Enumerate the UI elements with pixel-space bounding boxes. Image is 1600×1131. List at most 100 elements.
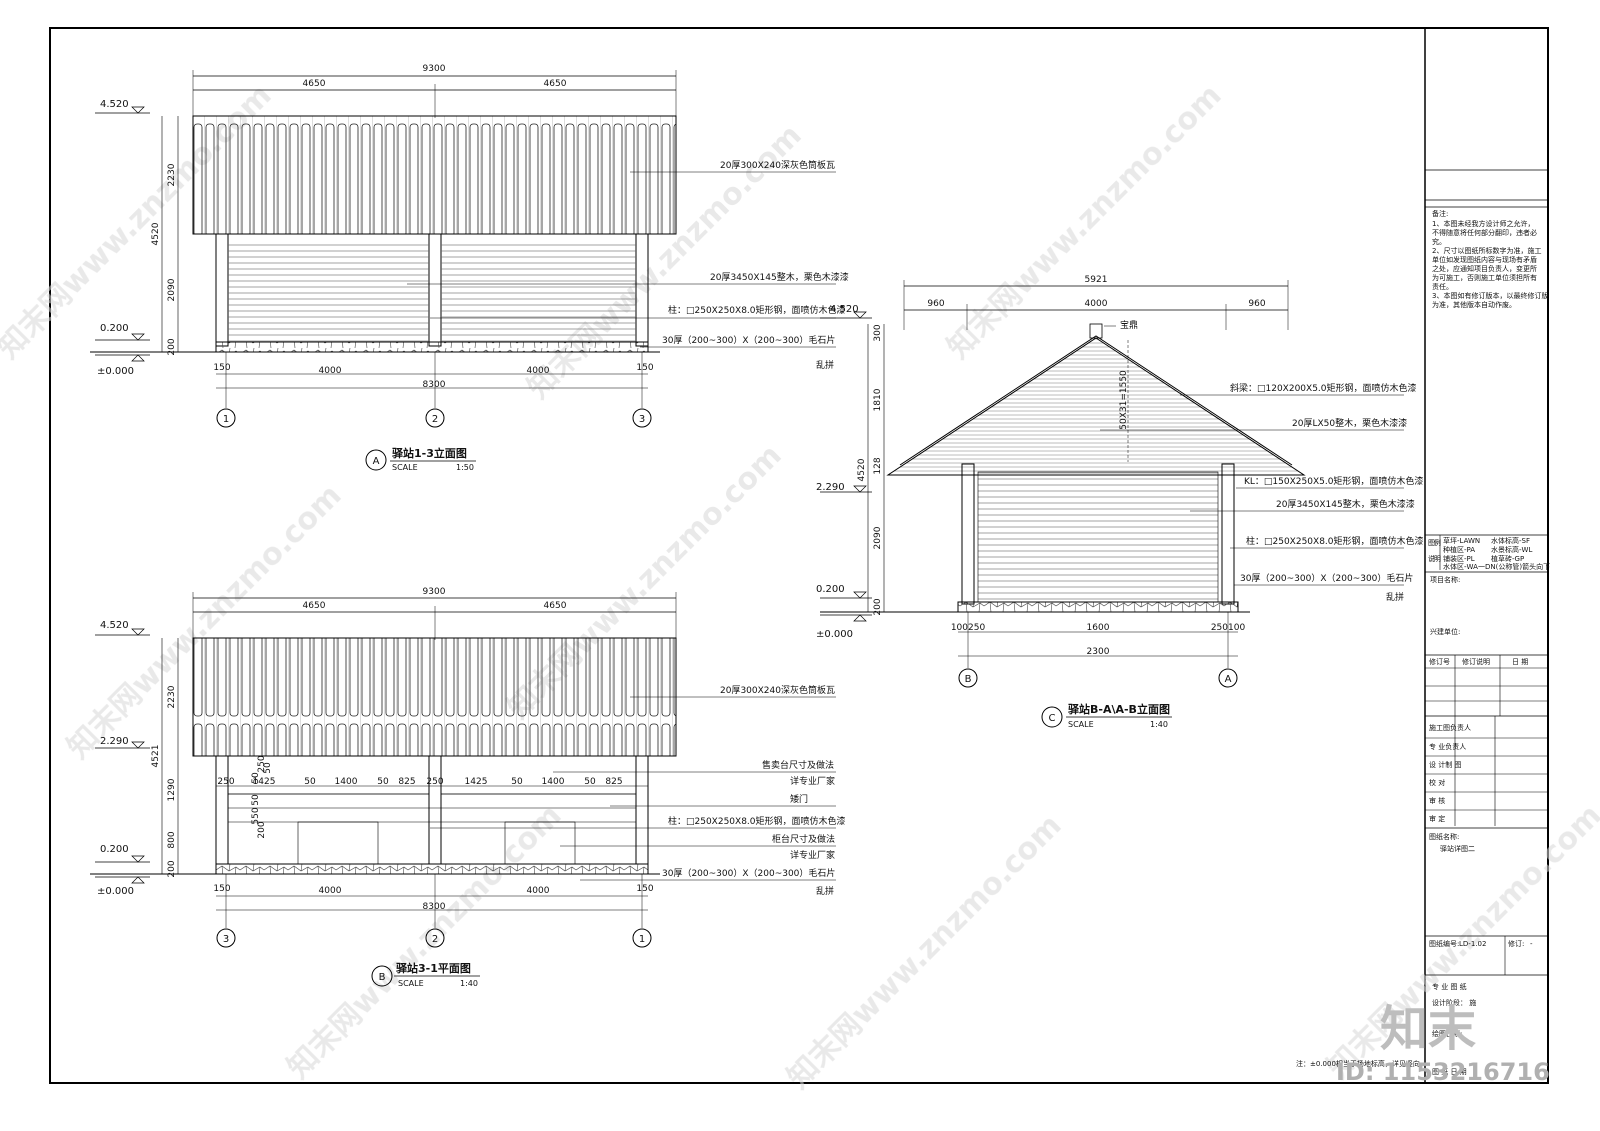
dim-v2090: 2090 — [873, 526, 883, 549]
role-label: 校 对 — [1429, 778, 1445, 787]
dim-seg: 50 — [584, 777, 596, 787]
drawing-name-label: 图纸名称: — [1429, 832, 1459, 841]
dim-v1810: 1810 — [873, 388, 883, 411]
note-line: 为准，其他版本自动作废。 — [1432, 300, 1516, 309]
dim-seg: 825 — [605, 777, 622, 787]
dim-b4000r: 4000 — [527, 886, 550, 896]
dim-seg: 1400 — [335, 777, 358, 787]
role-label: 审 定 — [1429, 814, 1445, 823]
dim-b150r: 150 — [636, 884, 653, 894]
axis-label: A — [1225, 674, 1232, 685]
dim-v200: 200 — [167, 860, 177, 877]
dim-seg: 50 — [511, 777, 523, 787]
dim-seg: 1400 — [542, 777, 565, 787]
note-line: 之处，应通知项目负责人，变更所 — [1432, 264, 1537, 273]
note-stone-2: 乱拼 — [816, 359, 834, 371]
dim-vs: 50 — [251, 772, 261, 784]
misc-label: 绘图日期: — [1432, 1029, 1462, 1038]
role-label: 专 业负责人 — [1429, 742, 1466, 751]
watermark-text: 知末网www.znzmo.com — [941, 78, 1229, 366]
dim-vs: 550 — [251, 807, 261, 824]
legend-item: 草坪-LAWN — [1443, 536, 1480, 545]
roof-tiles — [192, 637, 677, 757]
note-column: 柱：□250X250X8.0矩形钢，面喷仿木色漆 — [668, 815, 846, 827]
note-column: 柱：□250X250X8.0矩形钢，面喷仿木色漆 — [1246, 535, 1424, 547]
sheet-border — [49, 27, 1549, 1084]
level-mid: 0.200 — [100, 323, 129, 334]
dim-half-left: 4650 — [303, 79, 326, 89]
dim-bm: 1600 — [1087, 623, 1110, 633]
dim-v128: 128 — [873, 457, 883, 474]
note-boards: 20厚3450X145整木，栗色木漆漆 — [1276, 498, 1415, 510]
stone-base — [215, 341, 649, 353]
legend-item: 水体区-WA — [1443, 562, 1478, 571]
dim-vs: 50 — [251, 794, 261, 806]
dim-v50b: 50 — [263, 762, 273, 774]
wall-boards — [977, 471, 1219, 603]
misc-label: 设计阶段： 施 — [1432, 998, 1476, 1007]
axis-label: 1 — [223, 414, 229, 425]
legend-item: 铺装区-PL — [1443, 554, 1475, 563]
rev-header: 日 期 — [1512, 658, 1528, 666]
project-label: 项目名称: — [1430, 575, 1460, 584]
axis-label: B — [965, 674, 972, 685]
axis-label: 3 — [639, 414, 645, 425]
revision-label: 修订: — [1508, 939, 1524, 948]
role-label: 审 核 — [1429, 796, 1445, 805]
dim-v2230: 2230 — [167, 685, 177, 708]
note-line: 不得随意将任何部分翻印，违者必 — [1432, 228, 1537, 237]
dim-seg: 250 — [426, 777, 443, 787]
view-c-elevation: 5921 960 4000 960 50X31=1550 300 1810 12… — [816, 275, 1424, 729]
axis-label: 1 — [639, 934, 645, 945]
dim-v2090: 2090 — [167, 278, 177, 301]
axis-label: 2 — [432, 414, 438, 425]
role-label: 设 计制 图 — [1429, 760, 1461, 769]
roof-tiles — [192, 115, 677, 235]
note-cabinet: 柜台尺寸及做法 — [772, 833, 835, 845]
drawing-no-label: 图纸编号: — [1429, 939, 1459, 948]
note-roof-wood: 20厚LX50整木，栗色木漆漆 — [1292, 417, 1407, 429]
dim-v4520: 4520 — [857, 458, 867, 481]
note-line: 为可施工，否则施工单位须担所有 — [1432, 273, 1537, 282]
note-column: 柱：□250X250X8.0矩形钢，面喷仿木色漆 — [668, 304, 846, 316]
stone-base — [957, 601, 1239, 613]
note-line: 1、本图未经我方设计师之允许， — [1432, 219, 1534, 228]
watermark-logo: 知末 — [1380, 1001, 1476, 1057]
scale-label: SCALE — [392, 463, 418, 472]
note-low-door: 矮门 — [790, 793, 808, 805]
watermark-id: ID: 1153216716 — [1336, 1058, 1550, 1086]
dim-v200: 200 — [873, 598, 883, 615]
view-b-title: 驿站3-1平面图 — [396, 961, 471, 975]
dim-b4000l: 4000 — [319, 886, 342, 896]
role-label: 施工图负责人 — [1429, 723, 1471, 732]
dim-l960: 960 — [927, 299, 944, 309]
note-line: 究。 — [1432, 237, 1446, 246]
dim-seg: 250 — [217, 777, 234, 787]
level-zero: ±0.000 — [816, 629, 853, 640]
view-a-elevation: 9300 4650 4650 2230 4520 2090 200 4.520 … — [90, 64, 849, 472]
notes-heading: 备注: — [1432, 209, 1448, 218]
scale-label: SCALE — [1068, 720, 1094, 729]
level-top: 4.520 — [100, 620, 129, 631]
dim-half-left: 4650 — [303, 601, 326, 611]
dim-r960: 960 — [1248, 299, 1265, 309]
level-top: 4.520 — [100, 99, 129, 110]
legend-label: 图 — [1428, 539, 1435, 547]
view-b-elevation: 9300 4650 4650 250 1425 50 1400 50 825 2… — [90, 587, 846, 988]
note-roof: 20厚300X240深灰色筒板瓦 — [720, 684, 835, 696]
legend-label: 说 — [1428, 554, 1435, 563]
note-roof: 20厚300X240深灰色筒板瓦 — [720, 159, 835, 171]
dim-bottom-total: 8300 — [423, 380, 446, 390]
view-b-mark: B — [379, 972, 386, 983]
note-line: 3、本图如有修订版本，以最终修订版 — [1432, 291, 1548, 300]
note-stone: 30厚（200~300）X（200~300）毛石片 — [662, 867, 835, 879]
dim-half-right: 4650 — [544, 601, 567, 611]
rev-header: 修订说明 — [1462, 657, 1490, 666]
level-low: 0.200 — [816, 584, 845, 595]
wall-boards — [228, 240, 429, 342]
dim-seg: 825 — [398, 777, 415, 787]
view-b-scale: 1:40 — [460, 979, 478, 988]
dim-seg: 50 — [377, 777, 389, 787]
view-c-title: 驿站B-A\A-B立面图 — [1068, 702, 1170, 716]
legend-item: 植草砖-GP — [1491, 554, 1524, 563]
